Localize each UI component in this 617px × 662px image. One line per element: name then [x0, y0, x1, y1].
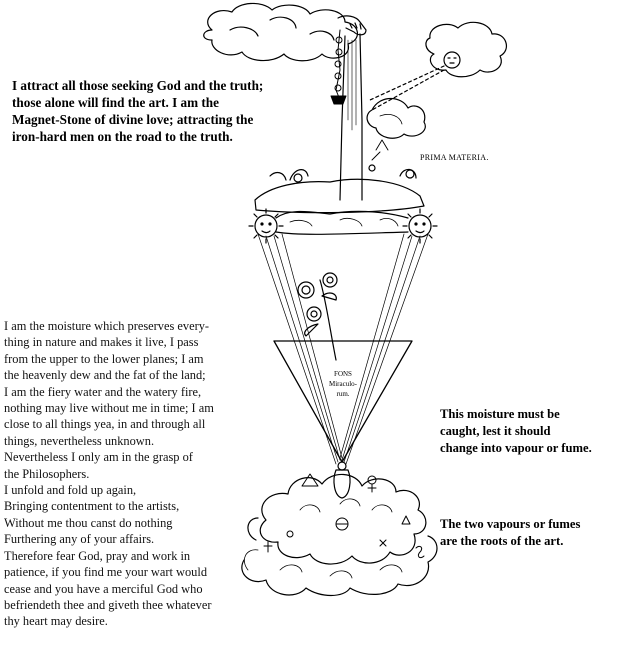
central-figure	[334, 462, 350, 498]
fons-inscription-line-1: FONS	[334, 370, 352, 378]
moisture-poem: I am the moisture which preserves every-…	[4, 318, 274, 630]
poem-line: close to all things yea, in and through …	[4, 416, 274, 432]
tree-trunk	[340, 34, 362, 200]
moisture-note: This moisture must be caught, lest it sh…	[440, 406, 615, 457]
poem-line: cease and you have a merciful God who	[4, 581, 274, 597]
wind-cherub-cloud	[370, 22, 506, 110]
poem-line: things, nevertheless unknown.	[4, 433, 274, 449]
quote-line: Magnet-Stone of divine love; attracting …	[12, 111, 312, 128]
note-line: caught, lest it should	[440, 423, 615, 440]
top-cloud	[204, 3, 358, 60]
note-line: The two vapours or fumes	[440, 516, 615, 533]
poem-line: I am the moisture which preserves every-	[4, 318, 274, 334]
quote-line: iron-hard men on the road to the truth.	[12, 128, 312, 145]
poem-line: patience, if you find me your wart would	[4, 564, 274, 580]
poem-line: Bringing contentment to the artists,	[4, 498, 274, 514]
poem-line: Without me thou canst do nothing	[4, 515, 274, 531]
sun-face	[249, 209, 283, 243]
poem-line: befriendeth thee and giveth thee whateve…	[4, 597, 274, 613]
poem-line: Furthering any of your affairs.	[4, 531, 274, 547]
cloud-band	[276, 211, 408, 234]
earth-mound	[255, 140, 424, 213]
poem-line: nothing may live without me in time; I a…	[4, 400, 274, 416]
poem-line: Therefore fear God, pray and work in	[4, 548, 274, 564]
moon-face	[403, 209, 437, 243]
prima-materia-label: PRIMA MATERIA.	[420, 153, 489, 162]
inverted-triangle	[274, 341, 412, 462]
poem-line: from the upper to the lower planes; I am	[4, 351, 274, 367]
poem-line: thy heart may desire.	[4, 613, 274, 629]
fons-inscription-line-2: Miraculo-	[329, 380, 358, 388]
descending-rays	[258, 234, 428, 464]
quote-line: those alone will find the art. I am the	[12, 94, 312, 111]
poem-line: thing in nature and makes it live, I pas…	[4, 334, 274, 350]
alchemical-symbols	[264, 474, 424, 558]
poem-line: the Philosophers.	[4, 466, 274, 482]
vapours-note: The two vapours or fumes are the roots o…	[440, 516, 615, 550]
poem-line: Nevertheless I only am in the grasp of	[4, 449, 274, 465]
tree-crown	[367, 99, 425, 139]
poem-line: I am the fiery water and the watery fire…	[4, 384, 274, 400]
note-line: This moisture must be	[440, 406, 615, 423]
fons-inscription-line-3: rum.	[336, 390, 349, 398]
quote-line: I attract all those seeking God and the …	[12, 77, 312, 94]
poem-line: the heavenly dew and the fat of the land…	[4, 367, 274, 383]
note-line: change into vapour or fume.	[440, 440, 615, 457]
note-line: are the roots of the art.	[440, 533, 615, 550]
hand-from-cloud	[338, 16, 366, 35]
magnet-stone-quote: I attract all those seeking God and the …	[12, 77, 312, 145]
poem-line: I unfold and fold up again,	[4, 482, 274, 498]
